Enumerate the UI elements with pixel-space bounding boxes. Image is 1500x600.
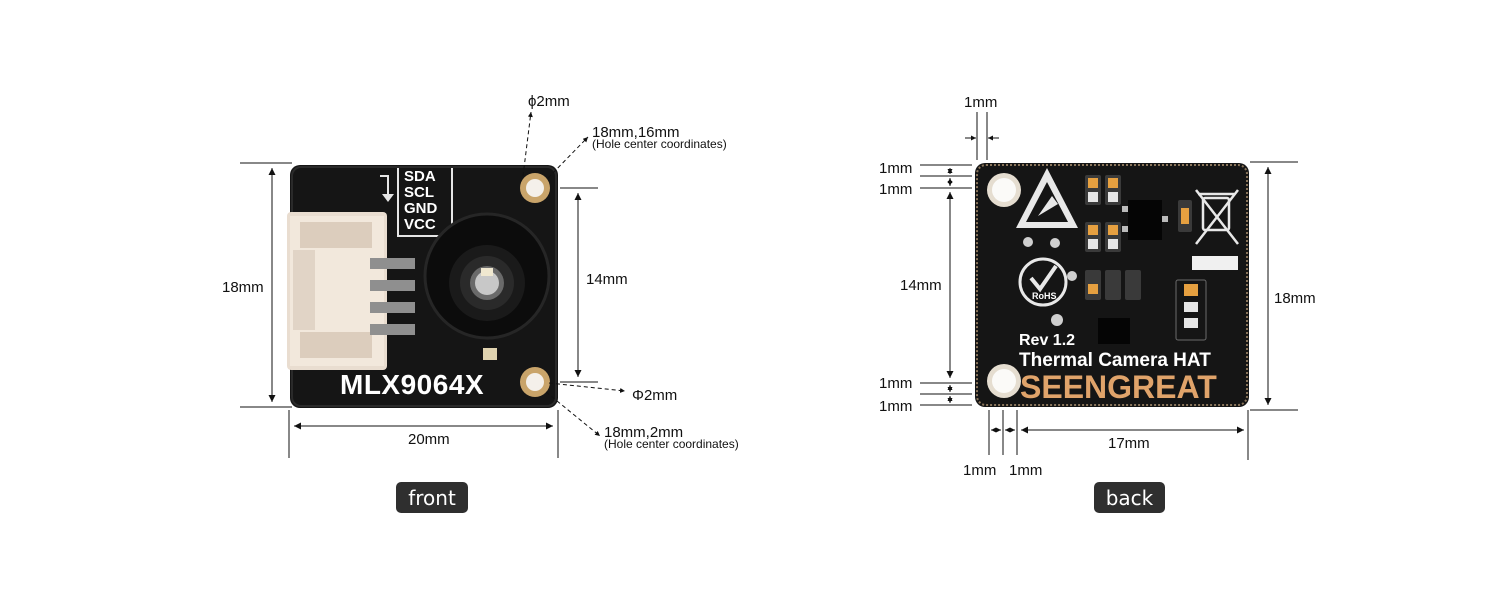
- back-top-y1-label: 1mm: [879, 160, 913, 177]
- back-hole-spacing-y-label: 14mm: [900, 277, 942, 294]
- rohs-icon: [1018, 257, 1068, 307]
- smd-components: [1085, 175, 1238, 344]
- front-board: [287, 165, 558, 408]
- thermal-sensor: [423, 212, 551, 340]
- pin-label-vcc: VCC: [404, 216, 436, 233]
- pin-label-gnd: GND: [404, 200, 438, 217]
- back-hole-bottom: [987, 364, 1021, 398]
- weee-bin-icon: [1195, 189, 1239, 245]
- brand-label: SEENGREAT: [1020, 369, 1217, 405]
- back-dimension-lines: [920, 112, 1298, 460]
- front-hole-bottom-coords-note: (Hole center coordinates): [604, 437, 739, 451]
- back-board: [975, 163, 1249, 407]
- front-hole-bottom: [520, 367, 550, 397]
- pin-label-scl: SCL: [404, 184, 434, 201]
- back-bottom-y2-label: 1mm: [879, 398, 913, 415]
- front-width-label: 20mm: [408, 431, 450, 448]
- back-top-x-label: 1mm: [964, 94, 998, 111]
- pin-label-sda: SDA: [404, 168, 436, 185]
- back-hole-spacing-x-label: 17mm: [1108, 435, 1150, 452]
- front-hole-bottom-coords-label: 18mm,2mm: [604, 424, 684, 441]
- jst-connector: [287, 212, 415, 370]
- esd-warning-icon: [1016, 168, 1078, 228]
- rohs-label: RoHS: [1032, 291, 1057, 301]
- product-name-label: Thermal Camera HAT: [1019, 350, 1211, 371]
- front-height-label: 18mm: [222, 279, 264, 296]
- front-hole-top-diameter-label: ϕ2mm: [528, 93, 570, 110]
- back-bottom-y1-label: 1mm: [879, 375, 913, 392]
- front-dimension-lines: [240, 162, 598, 458]
- front-hole-top-coords-label: 18mm,16mm: [592, 124, 680, 141]
- back-height-label: 18mm: [1274, 290, 1316, 307]
- front-hole-bottom-diameter-label: Φ2mm: [632, 387, 678, 404]
- front-hole-top: [520, 173, 550, 203]
- back-caption: back: [1094, 482, 1165, 513]
- back-bottom-x1-label: 1mm: [963, 462, 997, 479]
- model-label: MLX9064X: [340, 369, 485, 400]
- front-hole-top-coords-note: (Hole center coordinates): [592, 137, 727, 151]
- pin-label-box: [380, 168, 453, 237]
- front-leader-lines: [522, 111, 626, 437]
- front-hole-spacing-label: 14mm: [586, 271, 628, 288]
- back-hole-top: [987, 173, 1021, 207]
- front-caption: front: [396, 482, 468, 513]
- revision-label: Rev 1.2: [1019, 332, 1076, 349]
- back-top-y2-label: 1mm: [879, 181, 913, 198]
- back-bottom-x2-label: 1mm: [1009, 462, 1043, 479]
